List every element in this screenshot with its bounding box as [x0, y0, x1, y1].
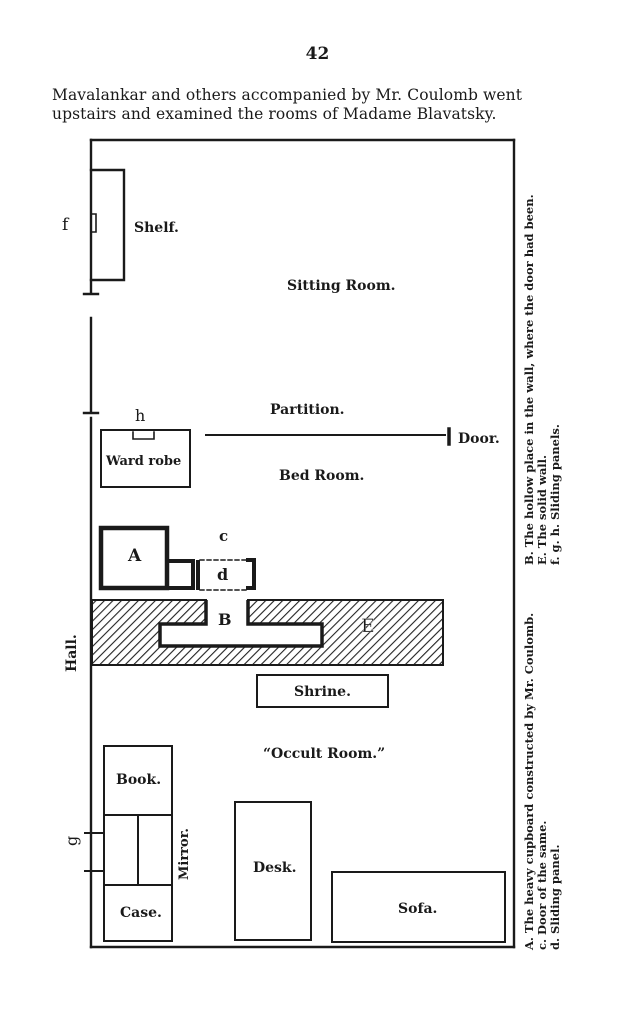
sliding-panel-h — [132, 431, 155, 440]
intro-paragraph: Mavalankar and others accompanied by Mr.… — [52, 86, 612, 124]
marker-b: B — [218, 610, 232, 629]
marker-e: E — [361, 615, 375, 637]
case-label: Case. — [120, 905, 162, 921]
hollow-b — [158, 600, 324, 648]
desk — [234, 801, 312, 941]
cupboard-door-frame — [165, 559, 195, 590]
legend-item: f. g. h. Sliding panels. — [548, 424, 562, 565]
marker-h: h — [135, 406, 145, 425]
bookcase — [103, 745, 173, 942]
marker-d: d — [217, 565, 228, 584]
legend-item: c. Door of the same. — [535, 821, 549, 950]
desk-label: Desk. — [253, 860, 297, 876]
shrine — [256, 674, 389, 708]
book-label: Book. — [116, 772, 161, 788]
legend-item: E. The solid wall. — [535, 455, 549, 565]
shelf-label: Shelf. — [134, 220, 179, 236]
occult-room-label: “Occult Room.” — [263, 746, 385, 762]
page-number: 42 — [305, 44, 330, 64]
legend: A. The heavy cupboard constructed by Mr.… — [522, 194, 562, 951]
intro-line: Mavalankar and others accompanied by Mr.… — [52, 86, 523, 104]
wardrobe-label: Ward robe — [105, 454, 181, 469]
sitting-room-label: Sitting Room. — [287, 278, 396, 294]
cupboard-a — [98, 525, 170, 591]
legend-item: A. The heavy cupboard constructed by Mr.… — [522, 613, 536, 951]
mirror-label: Mirror. — [177, 828, 192, 880]
sliding-panel-d-right — [246, 558, 256, 590]
shelf — [89, 168, 126, 282]
sliding-panel-f — [90, 213, 97, 233]
partition-label: Partition. — [270, 402, 345, 418]
hall-label: Hall. — [64, 634, 80, 672]
door-label: Door. — [458, 431, 500, 447]
legend-item: d. Sliding panel. — [548, 845, 562, 950]
marker-f: f — [62, 215, 70, 235]
marker-g: g — [62, 836, 81, 846]
marker-a: A — [127, 546, 142, 566]
marker-c: c — [219, 527, 228, 545]
sofa — [331, 871, 506, 943]
shrine-label: Shrine. — [294, 684, 351, 700]
legend-item: B. The hollow place in the wall, where t… — [522, 194, 536, 565]
solid-wall-e — [91, 599, 444, 666]
bed-room-label: Bed Room. — [279, 468, 364, 484]
intro-line: upstairs and examined the rooms of Madam… — [52, 105, 497, 123]
sofa-label: Sofa. — [398, 901, 437, 917]
wardrobe — [100, 429, 191, 488]
